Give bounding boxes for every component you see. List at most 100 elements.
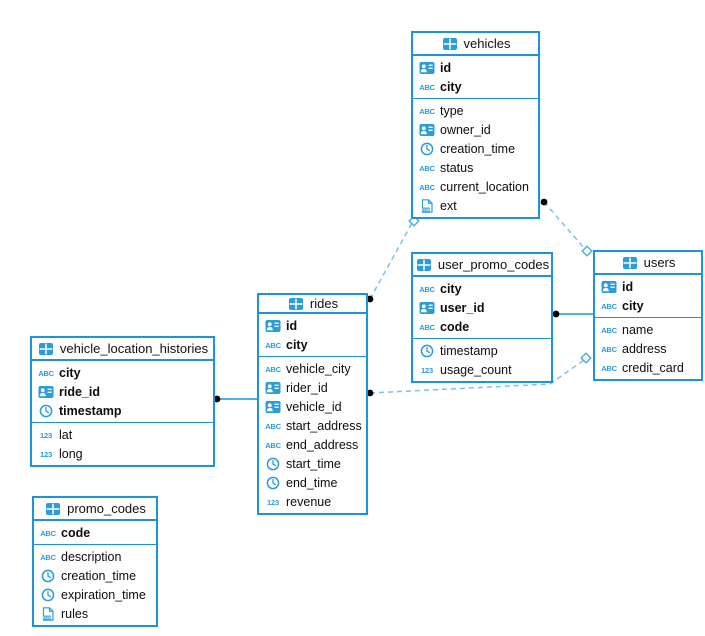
table-rides-header[interactable]: rides (259, 295, 366, 314)
relation-dot-marker (540, 198, 548, 206)
column-row: id (595, 277, 701, 296)
relation-user-promo-codes-users (552, 310, 593, 318)
column-row: code (34, 523, 156, 542)
column-name: creation_time (61, 568, 137, 583)
column-name: status (440, 160, 474, 175)
table-users-header[interactable]: users (595, 252, 701, 275)
column-name: id (440, 60, 452, 75)
columns-section: vehicle_city rider_id vehicle_id start_a… (259, 357, 366, 513)
table-vehicle-location-histories-header[interactable]: vehicle_location_histories (32, 338, 213, 361)
table-grid-icon (287, 296, 305, 312)
column-name: vehicle_city (286, 361, 351, 376)
column-row: credit_card (595, 358, 701, 377)
clock-icon (39, 568, 57, 584)
table-rides[interactable]: rides id city vehicle_city rider_id (257, 293, 368, 515)
column-row: address (595, 339, 701, 358)
string-type-icon (418, 319, 436, 335)
column-row: usage_count (413, 360, 551, 379)
string-type-icon (600, 298, 618, 314)
string-type-icon (418, 281, 436, 297)
column-name: city (622, 298, 644, 313)
json-document-icon (39, 606, 57, 622)
column-name: start_time (286, 456, 341, 471)
column-row: city (595, 296, 701, 315)
table-title: rides (309, 296, 339, 311)
column-name: city (59, 365, 81, 380)
table-title: vehicles (463, 36, 511, 51)
column-row: user_id (413, 298, 551, 317)
primary-key-section: id city (413, 56, 538, 99)
column-name: user_id (440, 300, 485, 315)
table-vehicle-location-histories[interactable]: vehicle_location_histories city ride_id … (30, 336, 215, 467)
columns-section: lat long (32, 423, 213, 465)
column-row: id (413, 58, 538, 77)
column-name: revenue (286, 494, 332, 509)
string-type-icon (264, 361, 282, 377)
column-name: timestamp (440, 343, 498, 358)
column-name: end_address (286, 437, 359, 452)
column-name: end_time (286, 475, 338, 490)
clock-icon (264, 475, 282, 491)
table-promo-codes-header[interactable]: promo_codes (34, 498, 156, 521)
primary-key-section: id city (595, 275, 701, 318)
relation-vehicles-users (540, 198, 593, 257)
column-name: city (440, 281, 462, 296)
column-name: id (286, 318, 298, 333)
column-row: city (413, 279, 551, 298)
column-row: code (413, 317, 551, 336)
column-row: creation_time (413, 139, 538, 158)
table-title: vehicle_location_histories (59, 341, 209, 356)
uuid-type-icon (418, 300, 436, 316)
column-row: vehicle_city (259, 359, 366, 378)
column-name: usage_count (440, 362, 512, 377)
uuid-type-icon (600, 279, 618, 295)
column-name: address (622, 341, 667, 356)
relation-diamond-marker (581, 245, 593, 257)
string-type-icon (39, 525, 57, 541)
uuid-type-icon (264, 399, 282, 415)
column-name: rules (61, 606, 89, 621)
column-name: credit_card (622, 360, 684, 375)
column-row: revenue (259, 492, 366, 511)
string-type-icon (418, 179, 436, 195)
column-row: end_time (259, 473, 366, 492)
string-type-icon (264, 337, 282, 353)
string-type-icon (37, 365, 55, 381)
columns-section: description creation_time expiration_tim… (34, 545, 156, 625)
uuid-type-icon (264, 380, 282, 396)
table-title: user_promo_codes (437, 257, 550, 272)
columns-section: type owner_id creation_time status curre… (413, 99, 538, 217)
clock-icon (418, 343, 436, 359)
column-name: creation_time (440, 141, 516, 156)
column-name: city (440, 79, 462, 94)
column-row: rules (34, 604, 156, 623)
column-name: ride_id (59, 384, 100, 399)
number-type-icon (264, 494, 282, 510)
column-row: city (32, 363, 213, 382)
column-row: description (34, 547, 156, 566)
column-row: name (595, 320, 701, 339)
column-row: rider_id (259, 378, 366, 397)
column-row: start_time (259, 454, 366, 473)
relation-vehicle-location-histories-rides (213, 395, 257, 403)
string-type-icon (418, 160, 436, 176)
string-type-icon (600, 360, 618, 376)
column-name: code (440, 319, 470, 334)
table-vehicles[interactable]: vehicles id city type owner_id c (411, 31, 540, 219)
table-user-promo-codes[interactable]: user_promo_codes city user_id code times… (411, 252, 553, 383)
number-type-icon (37, 446, 55, 462)
table-promo-codes[interactable]: promo_codes code description creation_ti… (32, 496, 158, 627)
column-name: description (61, 549, 122, 564)
column-name: owner_id (440, 122, 491, 137)
table-user-promo-codes-header[interactable]: user_promo_codes (413, 254, 551, 277)
table-vehicles-header[interactable]: vehicles (413, 33, 538, 56)
string-type-icon (264, 418, 282, 434)
column-row: timestamp (413, 341, 551, 360)
table-users[interactable]: users id city name address credi (593, 250, 703, 381)
column-name: name (622, 322, 654, 337)
number-type-icon (37, 427, 55, 443)
string-type-icon (264, 437, 282, 453)
relation-dot-marker (552, 310, 560, 318)
json-document-icon (418, 198, 436, 214)
